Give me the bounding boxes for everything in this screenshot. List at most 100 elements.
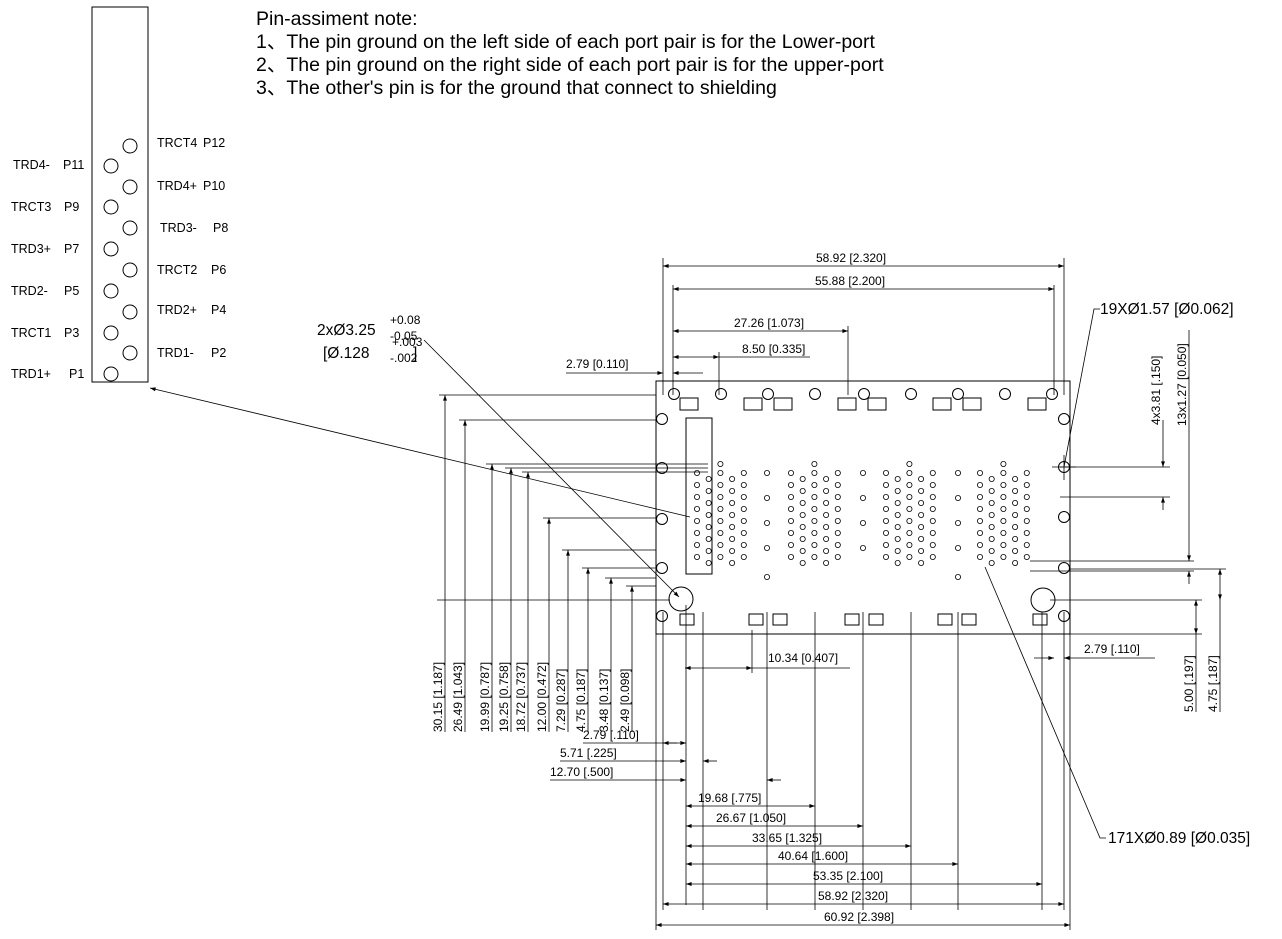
signal-pin-hole (834, 469, 841, 476)
signal-pin-hole (929, 542, 936, 549)
top-pad (932, 397, 952, 411)
note-line-1: 1、The pin ground on the left side of eac… (256, 31, 875, 53)
dim-left-vertical: 18.72 [0.737] (514, 662, 528, 732)
signal-pin-hole (811, 469, 818, 476)
signal-pin-hole (929, 554, 936, 561)
pin-label-trct1: TRCT1 (11, 326, 51, 340)
signal-pin-hole (694, 530, 701, 537)
pinout-outline (91, 6, 149, 383)
signal-pin-hole (1000, 505, 1007, 512)
dim-bottom: 2.79 [.110] (583, 728, 639, 742)
signal-pin-hole (1012, 512, 1019, 519)
signal-pin-hole (811, 542, 818, 549)
pin-label-trd2plus: TRD2+ (157, 303, 197, 317)
shield-pin-hole (668, 388, 680, 400)
signal-pin-hole (918, 548, 925, 555)
signal-pin-hole (929, 481, 936, 488)
callout-signal-holes: 171XØ0.89 [Ø0.035] (1108, 830, 1250, 847)
signal-pin-hole (1012, 536, 1019, 543)
signal-pin-hole (1000, 518, 1007, 525)
signal-pin-hole (740, 469, 747, 476)
top-pad (679, 397, 699, 411)
shield-pin-hole (1058, 562, 1070, 574)
signal-pin-hole (834, 505, 841, 512)
signal-pin-hole (894, 548, 901, 555)
signal-pin-hole (705, 512, 712, 519)
callout-mount-hole: 2xØ3.25 (317, 322, 376, 339)
dim-half-width: 27.26 [1.073] (734, 316, 804, 330)
signal-pin-hole (883, 542, 890, 549)
signal-pin-hole (883, 505, 890, 512)
signal-pin-hole (729, 524, 736, 531)
signal-pin-hole (811, 554, 818, 561)
signal-pin-hole (1023, 542, 1030, 549)
signal-pin-hole (729, 512, 736, 519)
signal-pin-hole (834, 518, 841, 525)
signal-pin-hole (894, 512, 901, 519)
signal-pin-hole (694, 518, 701, 525)
signal-pin-hole (729, 487, 736, 494)
signal-pin-hole (811, 481, 818, 488)
signal-pin-hole (977, 542, 984, 549)
signal-pin-hole (740, 518, 747, 525)
signal-pin-hole (740, 530, 747, 537)
signal-pin-hole (823, 560, 830, 567)
signal-pin-hole (955, 494, 962, 501)
signal-pin-hole (729, 499, 736, 506)
signal-pin-hole (1023, 481, 1030, 488)
pin-circle-p2 (122, 345, 138, 361)
note-line-2: 2、The pin ground on the right side of ea… (256, 54, 884, 76)
signal-pin-hole (799, 548, 806, 555)
signal-pin-hole (1012, 560, 1019, 567)
signal-pin-hole (906, 460, 913, 467)
pin-number-p2: P2 (211, 346, 226, 360)
dim-bottom: 5.71 [.225] (560, 746, 617, 760)
signal-pin-hole (883, 469, 890, 476)
callout-mount-hole-in-tol-minus: -.002 (390, 351, 418, 365)
dim-left-vertical: 12.00 [0.472] (535, 662, 549, 732)
signal-pin-hole (823, 548, 830, 555)
signal-pin-hole (717, 460, 724, 467)
signal-pin-hole (860, 469, 867, 476)
signal-pin-hole (705, 548, 712, 555)
pin-number-p7: P7 (64, 242, 79, 256)
signal-pin-hole (799, 475, 806, 482)
signal-pin-hole (799, 560, 806, 567)
shield-pin-hole (656, 413, 668, 425)
signal-pin-hole (799, 487, 806, 494)
signal-pin-hole (1012, 499, 1019, 506)
signal-pin-hole (883, 518, 890, 525)
signal-pin-hole (988, 536, 995, 543)
pin-label-trd4plus: TRD4+ (157, 179, 197, 193)
callout-signal-holes-leader (984, 566, 1106, 839)
signal-pin-hole (1023, 505, 1030, 512)
shield-pin-hole (1058, 413, 1070, 425)
dim-left-vertical: 4.75 [0.187] (574, 669, 588, 732)
signal-pin-hole (799, 499, 806, 506)
signal-pin-hole (918, 475, 925, 482)
signal-pin-hole (1012, 524, 1019, 531)
pin-label-trct4: TRCT4 (157, 136, 197, 150)
shield-pin-hole (952, 388, 964, 400)
signal-pin-hole (717, 481, 724, 488)
signal-pin-hole (918, 512, 925, 519)
shield-pin-hole (762, 388, 774, 400)
signal-pin-hole (918, 499, 925, 506)
left-vertical-dimensions: 30.15 [1.187]26.49 [1.043]19.99 [0.787]1… (431, 394, 708, 732)
bottom-pad (679, 613, 695, 626)
pin-label-trd3plus: TRD3+ (11, 242, 51, 256)
signal-pin-hole (705, 560, 712, 567)
bottom-pad (868, 613, 884, 626)
signal-pin-hole (918, 536, 925, 543)
signal-pin-hole (894, 475, 901, 482)
signal-pin-hole (717, 505, 724, 512)
signal-pin-hole (834, 554, 841, 561)
bottom-pad (1032, 613, 1048, 626)
signal-pin-hole (764, 574, 771, 581)
shield-pin-hole (999, 388, 1011, 400)
signal-pin-hole (1000, 469, 1007, 476)
top-pad (867, 397, 887, 411)
signal-pin-hole (834, 530, 841, 537)
signal-pin-hole (823, 512, 830, 519)
signal-pin-hole (906, 493, 913, 500)
